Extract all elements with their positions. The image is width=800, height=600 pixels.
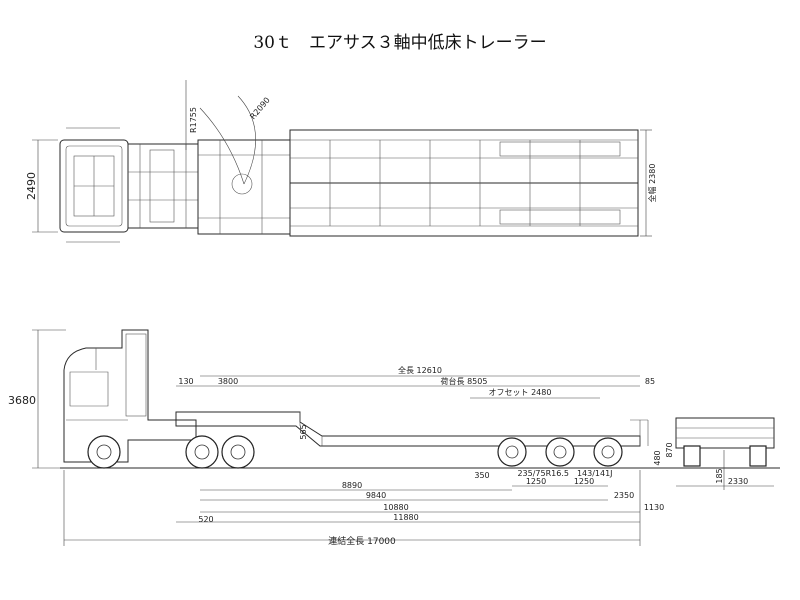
dim-350: 350 [474, 471, 489, 480]
top-view: 2490 R1755 R2090 [25, 80, 657, 243]
height-dim: 3680 [8, 394, 36, 407]
dim-3800: 3800 [218, 377, 238, 386]
dim-1250b: 1250 [574, 477, 594, 486]
dim-565: 565 [299, 424, 308, 439]
deck-length-dim: 荷台長 8505 [441, 376, 488, 386]
rear-view: 185 2330 [670, 417, 780, 490]
dim-2350: 2350 [614, 491, 634, 500]
radius-label-2: R2090 [248, 96, 272, 122]
trailer-width-dim: 全幅 2380 [647, 164, 657, 203]
offset-dim: オフセット 2480 [489, 388, 552, 397]
dim-1130: 1130 [644, 503, 664, 512]
dim-8890: 8890 [342, 481, 362, 490]
combined-length: 連結全長 17000 [328, 535, 396, 547]
overall-top-dim: 全長 12610 [398, 365, 442, 375]
top-width-dim: 2490 [25, 172, 38, 200]
dim-10880: 10880 [383, 503, 408, 512]
dim-870: 870 [665, 442, 674, 457]
drawing-title: 30ｔ エアサス３軸中低床トレーラー [253, 33, 546, 53]
tire-spec: 235/75R16.5 143/141J [517, 469, 612, 478]
rear-dim-185: 185 [715, 468, 724, 483]
dim-520: 520 [198, 515, 213, 524]
dim-9840: 9840 [366, 491, 386, 500]
dim-85: 85 [645, 377, 655, 386]
rear-dim-2330: 2330 [728, 477, 748, 486]
dim-1250a: 1250 [526, 477, 546, 486]
radius-label-1: R1755 [189, 107, 198, 133]
dim-11880: 11880 [393, 513, 418, 522]
dim-130: 130 [178, 377, 193, 386]
dim-480: 480 [653, 450, 662, 465]
side-view: 3680 全長 12610 130 [8, 329, 680, 547]
